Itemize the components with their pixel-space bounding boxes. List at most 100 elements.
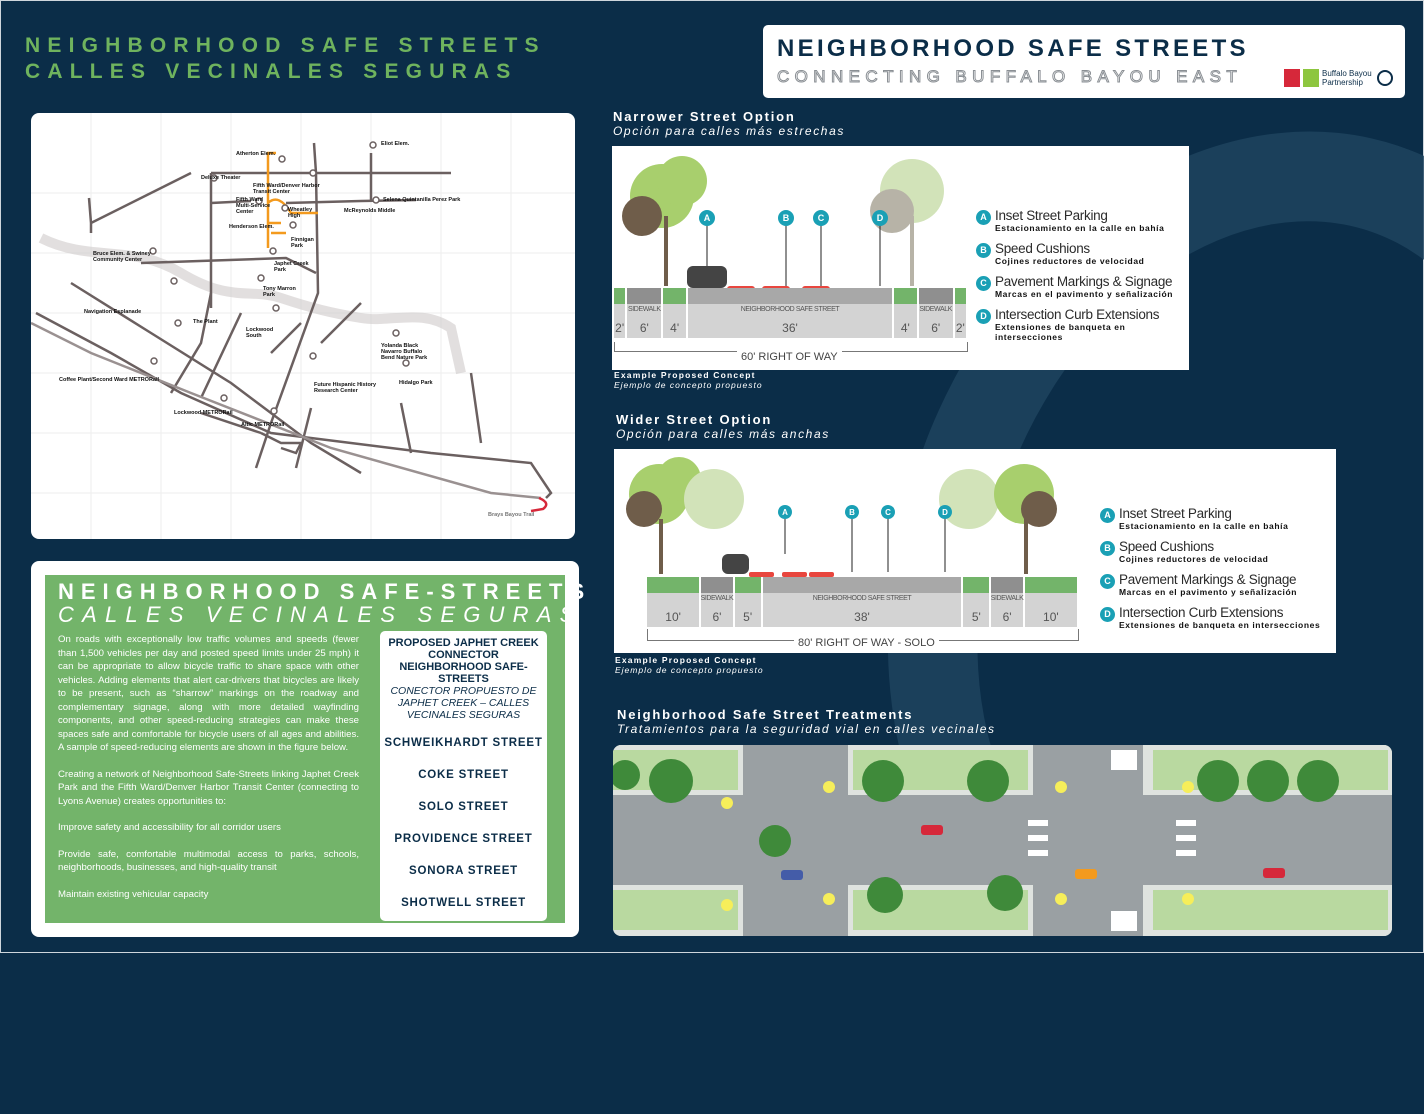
map-label: Lockwood METRORail (174, 410, 233, 416)
map-label: Altic METRORail (241, 422, 285, 428)
map-graphic (31, 113, 575, 539)
wider-caption: Example Proposed Concept Ejemplo de conc… (615, 656, 764, 676)
segment-name: SIDEWALK (919, 306, 953, 313)
legend-badge-icon: A (1100, 508, 1115, 523)
legend-subtitle: Marcas en el pavimento y señalización (1119, 587, 1298, 597)
segment-green: 2' (954, 288, 968, 338)
segment-green: 2' (614, 288, 628, 338)
map-label: Yolanda Black Navarro Buffalo Bend Natur… (381, 343, 428, 361)
header-banner: NEIGHBORHOOD SAFE STREETS CONNECTING BUF… (763, 25, 1405, 98)
streets-heading: PROPOSED JAPHET CREEK CONNECTOR NEIGHBOR… (388, 637, 539, 685)
segment-dimension: SIDEWALK 6' (918, 304, 953, 338)
wider-title: Wider Street Option (616, 412, 773, 427)
map-label: The Plant (193, 319, 218, 325)
segment-surface (762, 577, 962, 593)
header-title: NEIGHBORHOOD SAFE STREETS (777, 35, 1249, 62)
legend-badge-icon: D (976, 309, 991, 324)
legend-title: Inset Street Parking (995, 208, 1108, 223)
legend-subtitle: Extensiones de banqueta en interseccione… (1119, 620, 1321, 630)
segment-width-label: 38' (854, 610, 870, 624)
panel-paragraph: Maintain existing vehicular capacity (58, 888, 209, 900)
segment-green: 10' (1024, 577, 1079, 627)
svg-text:B: B (849, 508, 855, 517)
legend-subtitle: Cojines reductores de velocidad (1119, 554, 1269, 564)
legend-title: Intersection Curb Extensions (1119, 605, 1284, 620)
map-label: Lockwood South (246, 327, 274, 339)
legend-subtitle: Estacionamiento en la calle en bahía (995, 223, 1165, 233)
treatments-heading: Neighborhood Safe Street Treatments Trat… (617, 707, 996, 736)
proposed-streets-box: PROPOSED JAPHET CREEK CONNECTOR NEIGHBOR… (380, 631, 547, 921)
segment-green: 4' (894, 288, 919, 338)
segment-dimension: 5' (963, 593, 990, 627)
segment-width-label: 4' (900, 321, 910, 335)
svg-text:D: D (942, 508, 948, 517)
marker-b: B (783, 213, 790, 223)
legend-badge-icon: B (976, 243, 991, 258)
segment-surface (614, 288, 626, 304)
treatments-subtitle: Tratamientos para la seguridad vial en c… (617, 722, 996, 736)
segment-dimension: 5' (734, 593, 761, 627)
narrower-title: Narrower Street Option (613, 109, 796, 124)
segment-dimension: 2' (954, 304, 966, 338)
segment-dimension: NEIGHBORHOOD SAFE STREET 38' (762, 593, 962, 627)
map-label: Atherton Elem. (236, 151, 276, 157)
segment-width-label: 10' (665, 610, 681, 624)
wider-subtitle: Opción para calles más anchas (616, 427, 830, 441)
narrower-heading: Narrower Street Option Opción para calle… (613, 109, 845, 138)
svg-text:C: C (885, 508, 891, 517)
segment-surface (894, 288, 917, 304)
right-of-way-label: 80' RIGHT OF WAY - SOLO (794, 637, 939, 649)
legend-title: Speed Cushions (1119, 539, 1214, 554)
segment-width-label: 6' (639, 321, 649, 335)
map-label: Fifth Ward Multi-Service Center (236, 197, 271, 215)
segment-width-label: 5' (971, 610, 981, 624)
marker-d: D (877, 213, 884, 223)
map-label: Fifth Ward/Denver Harbor Transit Center (253, 183, 320, 195)
legend-subtitle: Estacionamiento en la calle en bahía (1119, 521, 1289, 531)
caption-subtitle: Ejemplo de concepto propuesto (614, 380, 763, 390)
marker-a: A (704, 213, 711, 223)
red-logo-icon (1284, 69, 1300, 87)
legend-subtitle: Extensiones de banqueta en interseccione… (995, 322, 1126, 342)
panel-paragraph: Creating a network of Neighborhood Safe-… (58, 768, 359, 807)
segment-name: NEIGHBORHOOD SAFE STREET (740, 306, 840, 313)
green-logo-icon (1303, 69, 1319, 87)
segment-surface (734, 577, 761, 593)
legend-subtitle: Marcas en el pavimento y señalización (995, 289, 1174, 299)
segment-name: NEIGHBORHOOD SAFE STREET (812, 595, 912, 602)
map-label: Navigation Esplanade (84, 309, 142, 315)
legend-title: Speed Cushions (995, 241, 1090, 256)
segment-surface (647, 577, 700, 593)
segment-surface (1024, 577, 1077, 593)
segment-green: 10' (647, 577, 702, 627)
segment-road: NEIGHBORHOOD SAFE STREET 38' (762, 577, 964, 627)
segment-width-label: 6' (931, 321, 941, 335)
partner-circle-logo-icon (1377, 70, 1393, 86)
panel-subtitle: CALLES VECINALES SEGURAS (58, 602, 583, 627)
map-label: Future Hispanic History Research Center (314, 382, 377, 394)
map-label: Henderson Elem. (229, 224, 274, 230)
segment-name: SIDEWALK (990, 595, 1024, 602)
streets-heading-es: CONECTOR PROPUESTO DE JAPHET CREEK – CAL… (390, 685, 537, 721)
panel-paragraph: Provide safe, comfortable multimodal acc… (58, 848, 359, 874)
segment-surface (663, 288, 686, 304)
segment-surface (627, 288, 662, 304)
segment-dimension: 4' (894, 304, 917, 338)
